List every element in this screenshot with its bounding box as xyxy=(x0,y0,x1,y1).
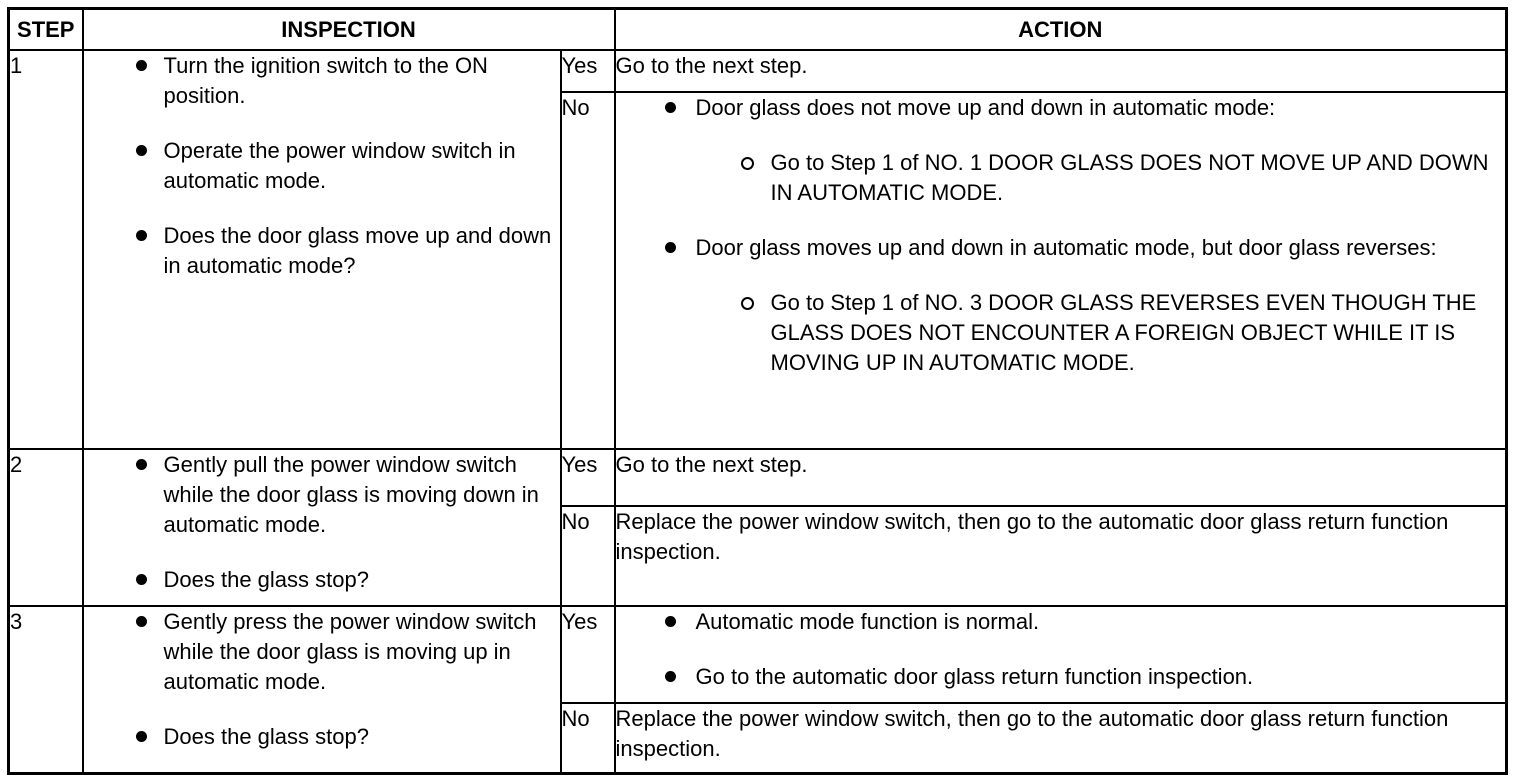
bullet-icon xyxy=(135,616,147,627)
action-subitem: Go to Step 1 of NO. 1 DOOR GLASS DOES NO… xyxy=(696,148,1506,208)
inspection-item: Gently press the power window switch whi… xyxy=(84,607,560,697)
bullet-icon xyxy=(664,671,676,682)
action-item: Door glass moves up and down in automati… xyxy=(616,233,1506,378)
inspection-item: Does the door glass move up and down in … xyxy=(84,221,560,281)
bullet-icon xyxy=(664,242,676,253)
action-item: Door glass does not move up and down in … xyxy=(616,93,1506,208)
no-action: Replace the power window switch, then go… xyxy=(613,702,1508,774)
no-action: Replace the power window switch, then go… xyxy=(613,505,1508,607)
no-label: No xyxy=(559,505,616,607)
inspection-cell: Turn the ignition switch to the ON posit… xyxy=(81,49,562,450)
step-1-no-row: No Door glass does not move up and down … xyxy=(9,91,1508,450)
step-2-yes-row: 2 Gently pull the power window switch wh… xyxy=(7,448,1508,607)
inspection-item: Turn the ignition switch to the ON posit… xyxy=(84,51,560,111)
yes-label: Yes xyxy=(559,605,616,704)
header-inspection: INSPECTION xyxy=(81,7,616,51)
inspection-item: Does the glass stop? xyxy=(84,722,560,752)
yes-action: Automatic mode function is normal. Go to… xyxy=(613,605,1508,704)
inspection-item: Gently pull the power window switch whil… xyxy=(84,450,560,540)
step-number: 3 xyxy=(7,605,84,774)
bullet-icon xyxy=(135,574,147,585)
troubleshooting-table: STEP INSPECTION ACTION 1 Turn the igniti… xyxy=(7,7,1508,775)
bullet-icon xyxy=(135,230,147,241)
step-2-no-row: No Replace the power window switch, then… xyxy=(9,505,1508,607)
no-action: Door glass does not move up and down in … xyxy=(613,91,1508,450)
yes-label: Yes xyxy=(559,448,616,507)
bullet-icon xyxy=(135,731,147,742)
action-item: Go to the automatic door glass return fu… xyxy=(616,662,1506,692)
step-number: 1 xyxy=(7,49,84,450)
header-step: STEP xyxy=(7,7,84,51)
hollow-bullet-icon xyxy=(740,297,754,310)
step-1-yes-row: 1 Turn the ignition switch to the ON pos… xyxy=(7,49,1508,450)
hollow-bullet-icon xyxy=(740,157,754,170)
bullet-icon xyxy=(664,616,676,627)
bullet-icon xyxy=(135,145,147,156)
yes-action: Go to the next step. xyxy=(613,49,1508,93)
inspection-cell: Gently pull the power window switch whil… xyxy=(81,448,562,607)
bullet-icon xyxy=(135,60,147,71)
no-label: No xyxy=(559,702,616,774)
yes-action: Go to the next step. xyxy=(613,448,1508,507)
bullet-icon xyxy=(664,102,676,113)
action-subitem: Go to Step 1 of NO. 3 DOOR GLASS REVERSE… xyxy=(696,288,1506,378)
step-3-yes-row: 3 Gently press the power window switch w… xyxy=(7,605,1508,774)
action-item: Automatic mode function is normal. xyxy=(616,607,1506,637)
step-number: 2 xyxy=(7,448,84,607)
header-action: ACTION xyxy=(613,7,1508,51)
inspection-cell: Gently press the power window switch whi… xyxy=(81,605,562,774)
step-3-no-row: No Replace the power window switch, then… xyxy=(9,702,1508,774)
inspection-item: Operate the power window switch in autom… xyxy=(84,136,560,196)
bullet-icon xyxy=(135,459,147,470)
header-row: STEP INSPECTION ACTION xyxy=(7,7,1508,51)
no-label: No xyxy=(559,91,616,450)
yes-label: Yes xyxy=(559,49,616,93)
inspection-item: Does the glass stop? xyxy=(84,565,560,595)
